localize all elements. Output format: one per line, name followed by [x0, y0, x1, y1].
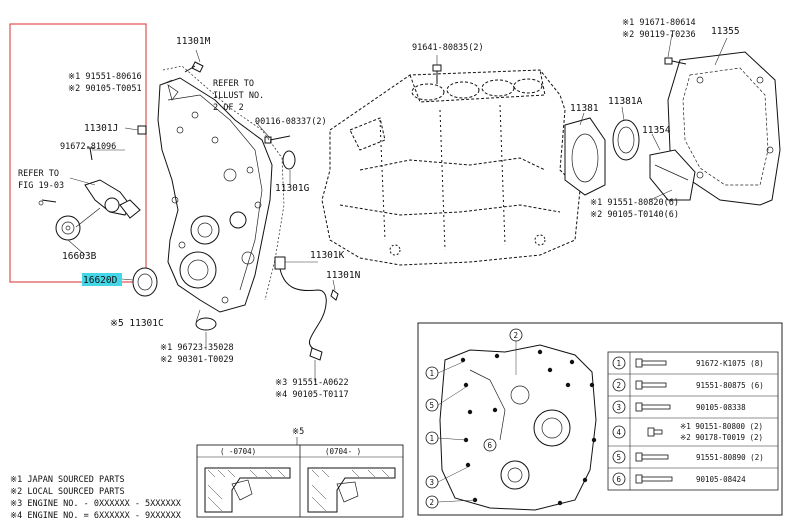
inset-callout-1-a: 1 [430, 369, 435, 378]
bolt-legend-table: 1 2 3 4 5 6 91672-K1075 (8) 91551-80875 … [607, 351, 779, 491]
note-4: ※4 ENGINE NO. = 6XXXXXX - 9XXXXXX [10, 511, 182, 521]
bolt-icons [635, 358, 673, 484]
tensioner-group-frame [9, 23, 147, 283]
inset5-title: ※5 [292, 427, 304, 437]
label-11301n: 11301N [326, 270, 361, 281]
legend-num-2: 2 [617, 381, 622, 390]
legend-part-2: 91551-80875 (6) [696, 381, 764, 390]
label-11381a: 11381A [608, 96, 643, 107]
legend-part-4a: ※1 90151-80800 (2) [680, 422, 763, 431]
legend-num-4: 4 [617, 428, 622, 437]
rear-end-plate [664, 51, 781, 206]
label-96723-35028: ※1 96723-35028 [160, 343, 234, 353]
label-90116-08337: 90116-08337(2) [255, 117, 327, 127]
label-91672-81096: 91672-81096 [60, 142, 116, 152]
legend-part-3: 90105-08338 [696, 403, 746, 412]
note-2: ※2 LOCAL SOURCED PARTS [10, 487, 125, 497]
inset-callout-1-b: 1 [430, 434, 435, 443]
label-91551-80820: ※1 91551-80820(6) [590, 198, 679, 208]
label-11355: 11355 [711, 26, 740, 37]
label-11354: 11354 [642, 125, 671, 136]
bolt-position-inset: 2 1 5 1 6 3 2 1 2 3 4 5 6 [417, 322, 783, 516]
legend-part-6: 90105-08424 [696, 475, 746, 484]
label-90105-t0117: ※4 90105-T0117 [275, 390, 349, 400]
sensor-wiring [274, 256, 339, 361]
label-11301k: 11301K [310, 250, 345, 261]
note-1: ※1 JAPAN SOURCED PARTS [10, 475, 125, 485]
highlight-16620d [82, 273, 122, 286]
seal-11301g [282, 150, 296, 170]
legend-part-1: 91672-K1075 (8) [696, 359, 764, 368]
variant-inset-5: ※5 ( -0704) (0704- ) [196, 427, 404, 518]
crank-oil-seal [132, 267, 158, 297]
legend-num-5: 5 [617, 453, 622, 462]
cover-gasket [162, 65, 285, 301]
label-refer-illust-2: ILLUST NO. [213, 91, 264, 101]
label-90105-t0140: ※2 90105-T0140(6) [590, 210, 679, 220]
label-90301-t0029: ※2 90301-T0029 [160, 355, 234, 365]
footnotes: ※1 JAPAN SOURCED PARTS ※2 LOCAL SOURCED … [10, 475, 182, 521]
label-91551-a0622: ※3 91551-A0622 [275, 378, 349, 388]
inset-callout-5: 5 [430, 401, 435, 410]
label-refer-fig-1: REFER TO [18, 169, 59, 179]
part-labels: 11301M ※1 91551-80616 ※2 90105-T0051 REF… [18, 18, 740, 400]
legend-num-6: 6 [617, 475, 622, 484]
label-16603b: 16603B [62, 251, 97, 262]
label-91671-80614: ※1 91671-80614 [622, 18, 696, 28]
label-11301g: 11301G [275, 183, 310, 194]
label-refer-illust-1: REFER TO [213, 79, 254, 89]
legend-part-4b: ※2 90178-T0019 (2) [680, 433, 763, 442]
label-refer-illust-3: 2 OF 2 [213, 103, 244, 113]
legend-num-1: 1 [617, 359, 622, 368]
inset5-right-header: (0704- ) [325, 447, 361, 456]
label-90119-t0236: ※2 90119-T0236 [622, 30, 696, 40]
label-91551-80616: ※1 91551-80616 [68, 72, 142, 82]
label-11301j: 11301J [84, 123, 118, 134]
label-11381: 11381 [570, 103, 599, 114]
note-3: ※3 ENGINE NO. - 0XXXXXX - 5XXXXXX [10, 499, 182, 509]
cylinder-block-drawing [321, 69, 581, 266]
timing-cover-drawing [157, 77, 273, 313]
label-16620d: 16620D [83, 275, 118, 286]
label-11301m: 11301M [176, 36, 211, 47]
inset5-left-header: ( -0704) [220, 447, 256, 456]
inset-callout-2-top: 2 [514, 331, 519, 340]
seal-retainer-11381 [564, 117, 696, 201]
label-91641-80835: 91641-80835(2) [412, 43, 484, 53]
legend-num-3: 3 [617, 403, 622, 412]
label-90105-t0051: ※2 90105-T0051 [68, 84, 142, 94]
legend-part-5: 91551-80890 (2) [696, 453, 764, 462]
inset-callout-3: 3 [430, 478, 435, 487]
inset-callout-6: 6 [488, 441, 493, 450]
o-ring-11301c [195, 317, 217, 331]
inset-callout-2-bottom: 2 [430, 498, 435, 507]
label-11301c: ※5 11301C [110, 318, 164, 329]
leader-lines [67, 33, 728, 382]
tensioner-assembly [38, 147, 141, 241]
label-refer-fig-2: FIG 19-03 [18, 181, 64, 191]
